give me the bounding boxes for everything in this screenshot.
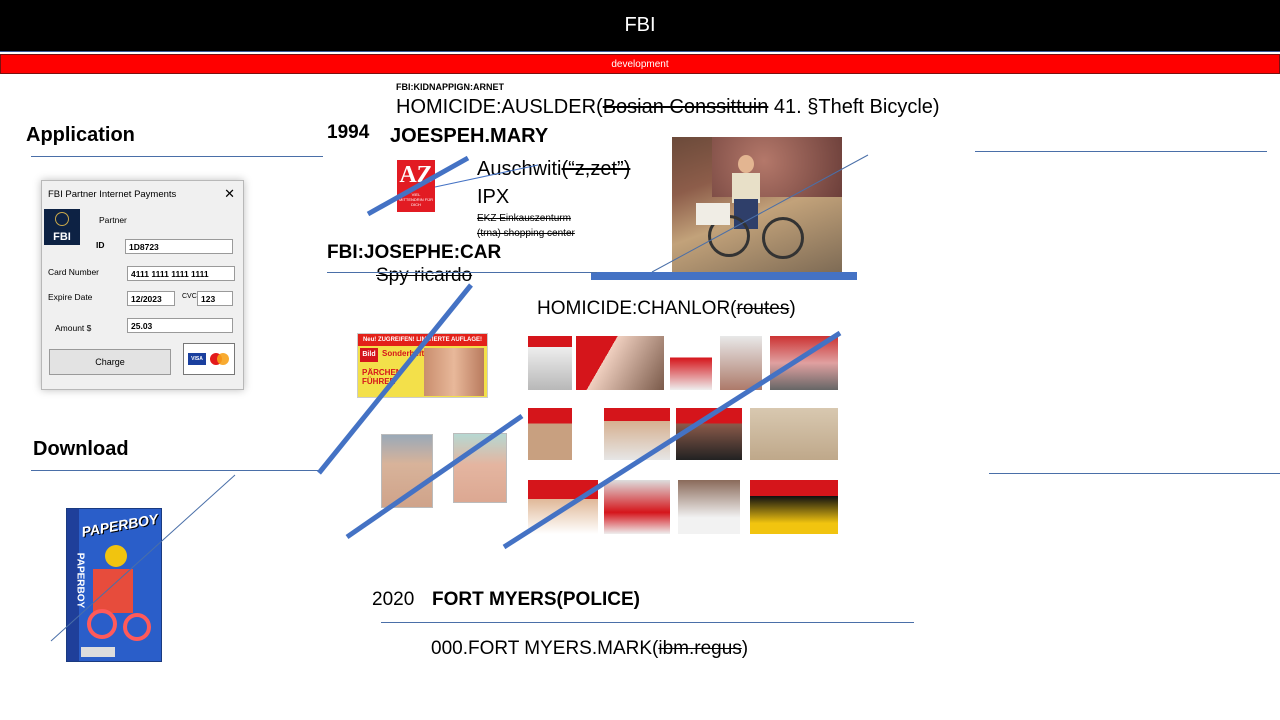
right-rule-bottom [989,473,1280,474]
ekz-line-2: (trna) shopping center [477,228,575,239]
bicycle-wheel-icon [87,609,117,639]
app-title: FBI [624,14,656,36]
card-brands: VISA [183,343,235,375]
kidnapping-label: FBI:KIDNAPPIGN:ARNET [396,82,504,92]
thin-stroke [651,154,869,273]
expire-date-field[interactable]: 12/2023 [127,291,175,306]
josephe-underline [327,272,597,273]
thin-stroke [50,474,236,642]
environment-banner: development [0,54,1280,74]
id-label: ID [96,240,105,250]
expire-date-label: Expire Date [48,292,93,302]
app-title-bar: FBI [0,0,1280,52]
boy-head [738,155,754,173]
id-field[interactable]: 1D8723 [125,239,233,254]
amount-field[interactable]: 25.03 [127,318,233,333]
year-1994: 1994 [327,122,370,143]
cross-out-stroke [366,155,470,217]
thin-stroke [434,164,539,188]
homicide-chanlor-line: HOMICIDE:CHANLOR(routes) [537,298,796,319]
card-number-field[interactable]: 4111 1111 1111 1111 [127,266,235,281]
application-heading: Application [26,124,135,146]
cross-out-stroke [317,283,473,475]
payment-dialog[interactable]: FBI Partner Internet Payments ✕ FBI Part… [41,180,244,390]
amount-label: Amount $ [55,323,92,333]
fort-myers-police: FORT MYERS(POLICE) [432,589,640,610]
cvc-field[interactable]: 123 [197,291,233,306]
charge-button[interactable]: Charge [49,349,171,375]
az-logo: AZ VIEL MITTENDRIN FÜR DICH [397,160,435,212]
download-heading: Download [33,438,129,460]
cvc-label: CVC [182,293,197,300]
bild-image-grid [528,336,840,536]
blue-bar [591,272,857,280]
right-rule-top [975,151,1267,152]
newspaper-bag [696,203,730,225]
magazine-cover: Neu! ZUGREIFEN! LIMITIERTE AUFLAGE! Bild… [357,333,488,398]
cross-out-stroke [502,330,842,550]
josephe-car: FBI:JOSEPHE:CAR [327,242,502,263]
fbi-logo: FBI [44,209,80,245]
partner-label: Partner [99,215,127,225]
environment-label: development [611,58,669,70]
visa-icon: VISA [188,353,206,365]
ekz-line-1: EKZ Einkauszenturm [477,213,571,224]
cross-out-stroke [345,413,524,540]
homicide-ausleder-line: HOMICIDE:AUSLDER(Bosian Conssittuin 41. … [396,96,940,118]
card-number-label: Card Number [48,267,100,277]
paperboy-game-box[interactable]: PAPERBOY PAPERBOY [66,508,162,662]
paperboy-helmet [105,545,127,567]
dialog-title: FBI Partner Internet Payments [48,189,177,200]
ipx-text: IPX [477,186,510,208]
name-joespeh-mary: JOESPEH.MARY [390,125,549,147]
fbi-seal-icon [55,212,69,226]
download-underline [31,470,318,471]
paperboy-photo [672,137,842,272]
year-2020: 2020 [372,589,415,610]
fort-myers-mark-line: 000.FORT MYERS.MARK(ibm.regus) [431,638,749,659]
close-icon[interactable]: ✕ [224,186,235,201]
spy-ricardo: Spy ricardo [376,265,473,286]
fort-myers-underline [381,622,914,623]
application-underline [31,156,323,157]
